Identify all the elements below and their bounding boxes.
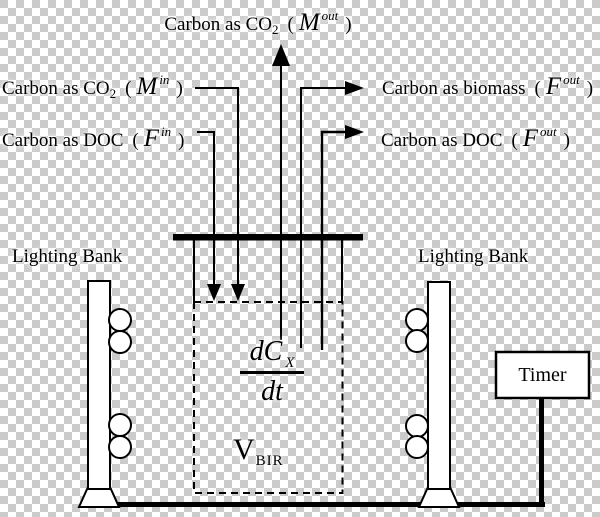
flow-variable: F xyxy=(143,125,159,152)
volume-symbol: V xyxy=(233,433,255,466)
rate-denominator: dt xyxy=(261,376,283,407)
flow-superscript: out xyxy=(321,8,339,23)
open-paren: ( xyxy=(511,130,518,151)
close-paren: ) xyxy=(345,14,352,35)
flow-prefix: Carbon as CO xyxy=(2,78,110,99)
right-lamp-stand-pole xyxy=(427,281,451,490)
flow-prefix: Carbon as biomass xyxy=(382,78,526,99)
flow-prefix: Carbon as DOC xyxy=(381,130,503,151)
flow-superscript: out xyxy=(563,72,580,87)
left-lamp-bulb-4 xyxy=(108,435,132,459)
timer-box xyxy=(494,350,591,400)
flow-prefix-subscript: 2 xyxy=(109,86,117,101)
close-paren: ) xyxy=(563,130,570,151)
flow-superscript: out xyxy=(540,124,557,139)
timer-label: Timer xyxy=(496,352,589,398)
doc-in-flow-line xyxy=(197,131,215,285)
liquid-control-volume-dashed-box xyxy=(193,301,344,494)
flow-variable: M xyxy=(136,73,158,100)
open-paren: ( xyxy=(534,78,541,99)
left-lamp-stand-pole xyxy=(87,280,111,490)
co2-in-flow-line xyxy=(195,87,239,285)
left-lamp-bulb-2 xyxy=(108,330,132,354)
close-paren: ) xyxy=(176,78,183,99)
rate-numerator-subscript: X xyxy=(285,355,295,371)
reactor-volume-label: VBIR xyxy=(233,434,284,477)
right-lamp-bulb-1 xyxy=(405,308,429,332)
biomass-out-arrowhead xyxy=(345,81,364,95)
flow-prefix: Carbon as DOC xyxy=(2,130,124,151)
timer-wire xyxy=(539,397,544,505)
open-paren: ( xyxy=(125,78,132,99)
flow-variable: F xyxy=(545,73,562,100)
right-lamp-bulb-3 xyxy=(405,414,429,438)
vessel-lid-bar xyxy=(173,234,363,241)
co2-out-arrowhead xyxy=(272,44,290,66)
left-lamp-bulb-1 xyxy=(108,308,132,332)
flow-variable: F xyxy=(522,125,538,152)
lighting-bank-right-label: Lighting Bank xyxy=(418,246,529,267)
left-lamp-bulb-3 xyxy=(108,413,132,437)
co2-in-arrowhead xyxy=(231,284,245,301)
ground-line xyxy=(115,502,545,507)
right-lamp-bulb-4 xyxy=(405,435,429,459)
flow-superscript: in xyxy=(159,72,170,87)
lighting-bank-left-label: Lighting Bank xyxy=(12,246,123,267)
doc-out-flow-line xyxy=(320,130,346,350)
doc-in-arrowhead xyxy=(207,284,221,301)
flow-prefix: Carbon as CO xyxy=(164,14,273,35)
open-paren: ( xyxy=(287,14,294,35)
right-lamp-bulb-2 xyxy=(405,329,429,353)
close-paren: ) xyxy=(178,130,185,151)
volume-subscript: BIR xyxy=(255,453,284,469)
flow-superscript: in xyxy=(161,124,172,139)
doc-out-arrowhead xyxy=(345,125,364,139)
timer-label-text: Timer xyxy=(518,363,567,386)
fraction-bar xyxy=(240,371,304,374)
biomass-out-flow-line xyxy=(300,87,346,348)
rate-numerator-text: dC xyxy=(249,336,283,367)
close-paren: ) xyxy=(586,78,594,99)
flow-prefix-subscript: 2 xyxy=(272,22,279,37)
flow-variable: M xyxy=(298,9,320,36)
open-paren: ( xyxy=(132,130,139,151)
